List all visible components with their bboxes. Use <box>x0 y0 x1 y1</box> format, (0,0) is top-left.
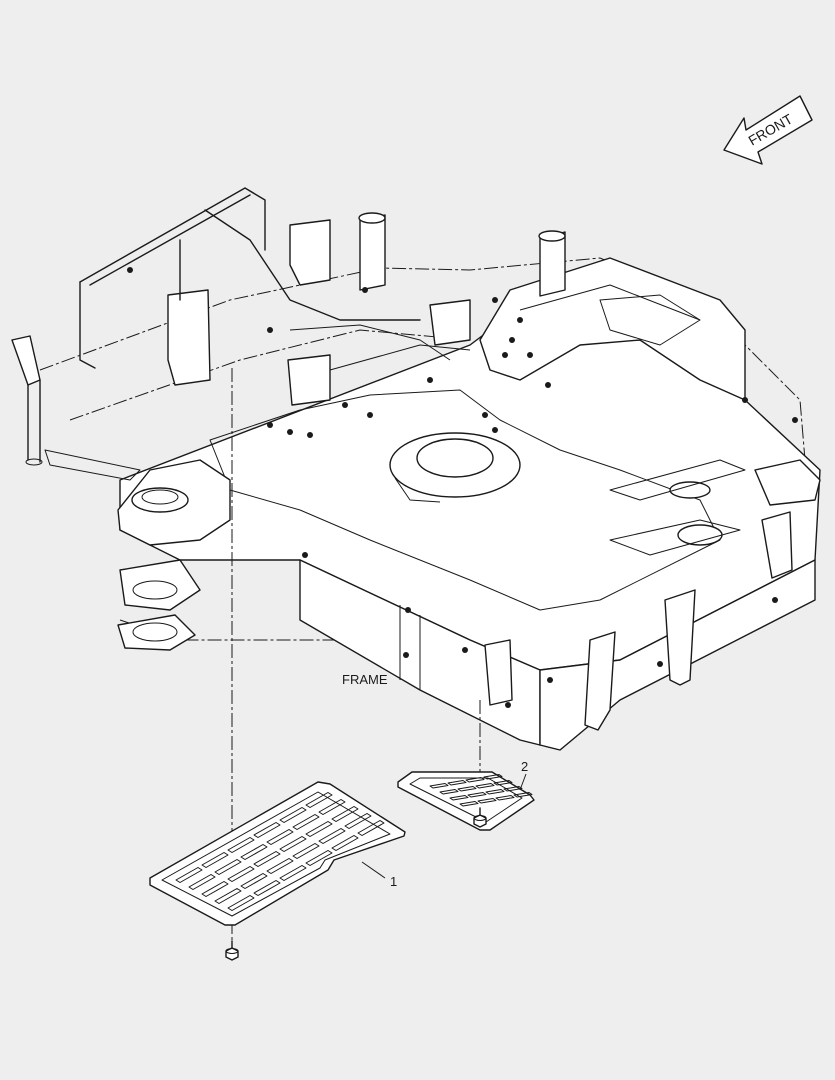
slot <box>266 829 294 845</box>
slot <box>467 792 487 798</box>
slot <box>188 874 216 890</box>
slot <box>253 880 281 896</box>
slot <box>279 865 307 881</box>
slot <box>305 792 333 808</box>
slot <box>357 820 385 836</box>
slot <box>331 806 359 822</box>
slot <box>483 774 503 780</box>
callout-2-leader <box>519 773 527 791</box>
slot <box>240 873 268 889</box>
slot <box>447 780 467 786</box>
slot <box>214 859 242 875</box>
slot <box>175 867 203 883</box>
slot <box>292 843 320 859</box>
slot <box>503 786 523 792</box>
callout-1-label: 1 <box>390 874 397 889</box>
slot <box>318 799 346 815</box>
slot <box>457 786 477 792</box>
slot <box>475 783 495 789</box>
slot <box>279 807 307 823</box>
slot <box>439 789 459 795</box>
slot <box>253 822 281 838</box>
bolt-icon[interactable] <box>225 940 239 961</box>
slot <box>318 828 346 844</box>
slot <box>201 881 229 897</box>
slot <box>485 789 505 795</box>
slot <box>266 858 294 874</box>
slot <box>465 777 485 783</box>
slot <box>227 837 255 853</box>
frame-label: FRAME <box>342 672 388 687</box>
under-cover-part-1[interactable] <box>149 781 406 926</box>
bolt-icon[interactable] <box>473 807 487 828</box>
slot <box>214 888 242 904</box>
slot <box>331 835 359 851</box>
slot <box>493 780 513 786</box>
callout-2-label: 2 <box>521 759 528 774</box>
slot <box>513 792 533 798</box>
callout-1-leader <box>361 861 386 879</box>
slot <box>227 866 255 882</box>
slot <box>253 851 281 867</box>
slot <box>459 801 479 807</box>
slot <box>449 795 469 801</box>
slot <box>429 783 449 789</box>
slot <box>305 821 333 837</box>
slot <box>495 795 515 801</box>
slot <box>477 798 497 804</box>
slot <box>279 836 307 852</box>
slot <box>201 852 229 868</box>
slot <box>344 813 372 829</box>
upper-frame <box>11 187 821 950</box>
slot <box>305 850 333 866</box>
cover-part-2[interactable] <box>397 771 535 831</box>
front-direction-arrow-icon: FRONT <box>723 95 813 165</box>
slot <box>227 895 255 911</box>
slot <box>240 844 268 860</box>
slot <box>292 814 320 830</box>
